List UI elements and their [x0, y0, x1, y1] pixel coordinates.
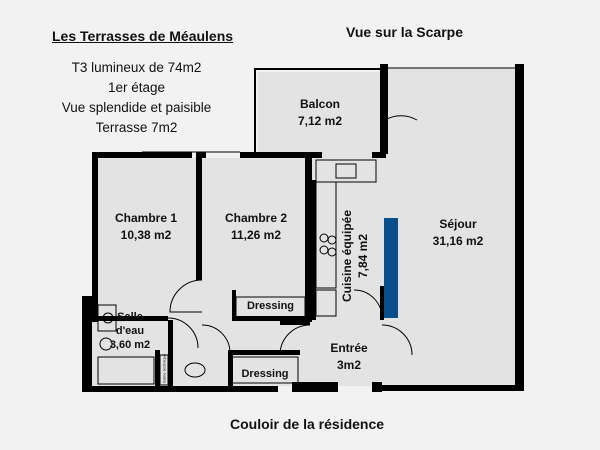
- room-name: Balcon: [299, 97, 340, 111]
- kitchen-island: [384, 218, 398, 318]
- gaine-technique: Gaine technique: [161, 353, 167, 384]
- walls: [82, 64, 524, 392]
- corridor-label: Couloir de la résidence: [230, 416, 385, 432]
- room-name: Chambre 2: [224, 211, 288, 225]
- desc-line: Vue splendide et paisible: [61, 100, 212, 115]
- room-dressing-2: Dressing: [241, 368, 289, 380]
- room-name: Cuisine équipée: [340, 209, 354, 303]
- room-area: 7,12 m2: [297, 114, 343, 128]
- room-area: 11,26 m2: [230, 228, 282, 242]
- desc-line: T3 lumineux de 74m2: [71, 60, 202, 75]
- desc-line: Terrasse 7m2: [95, 120, 178, 135]
- room-area: 10,38 m2: [120, 228, 172, 242]
- door-arcs: [97, 67, 515, 386]
- listing-description: T3 lumineux de 74m2 1er étage Vue splend…: [44, 58, 229, 138]
- room-floors: [88, 68, 520, 386]
- room-entree: Entrée 3m2: [316, 340, 382, 374]
- room-salle-eau: Salle d'eau 3,60 m2: [106, 310, 154, 352]
- listing-title: Les Terrasses de Méaulens: [52, 28, 234, 44]
- room-name: Séjour: [439, 217, 477, 231]
- room-area: 7,84 m2: [356, 233, 370, 279]
- room-name: Entrée: [330, 341, 368, 355]
- room-balcon: Balcon 7,12 m2: [280, 96, 360, 130]
- room-name: Salle: [117, 311, 143, 323]
- room-name: Chambre 1: [114, 211, 178, 225]
- room-name: d'eau: [115, 325, 145, 337]
- room-dressing-1: Dressing: [246, 300, 295, 312]
- room-chambre2: Chambre 2 11,26 m2: [214, 210, 298, 244]
- room-chambre1: Chambre 1 10,38 m2: [106, 210, 186, 244]
- room-area: 31,16 m2: [432, 234, 484, 248]
- room-sejour: Séjour 31,16 m2: [418, 216, 498, 250]
- view-label: Vue sur la Scarpe: [346, 24, 463, 40]
- room-area: 3m2: [336, 358, 362, 372]
- room-area: 3,60 m2: [109, 339, 151, 351]
- desc-line: 1er étage: [107, 80, 166, 95]
